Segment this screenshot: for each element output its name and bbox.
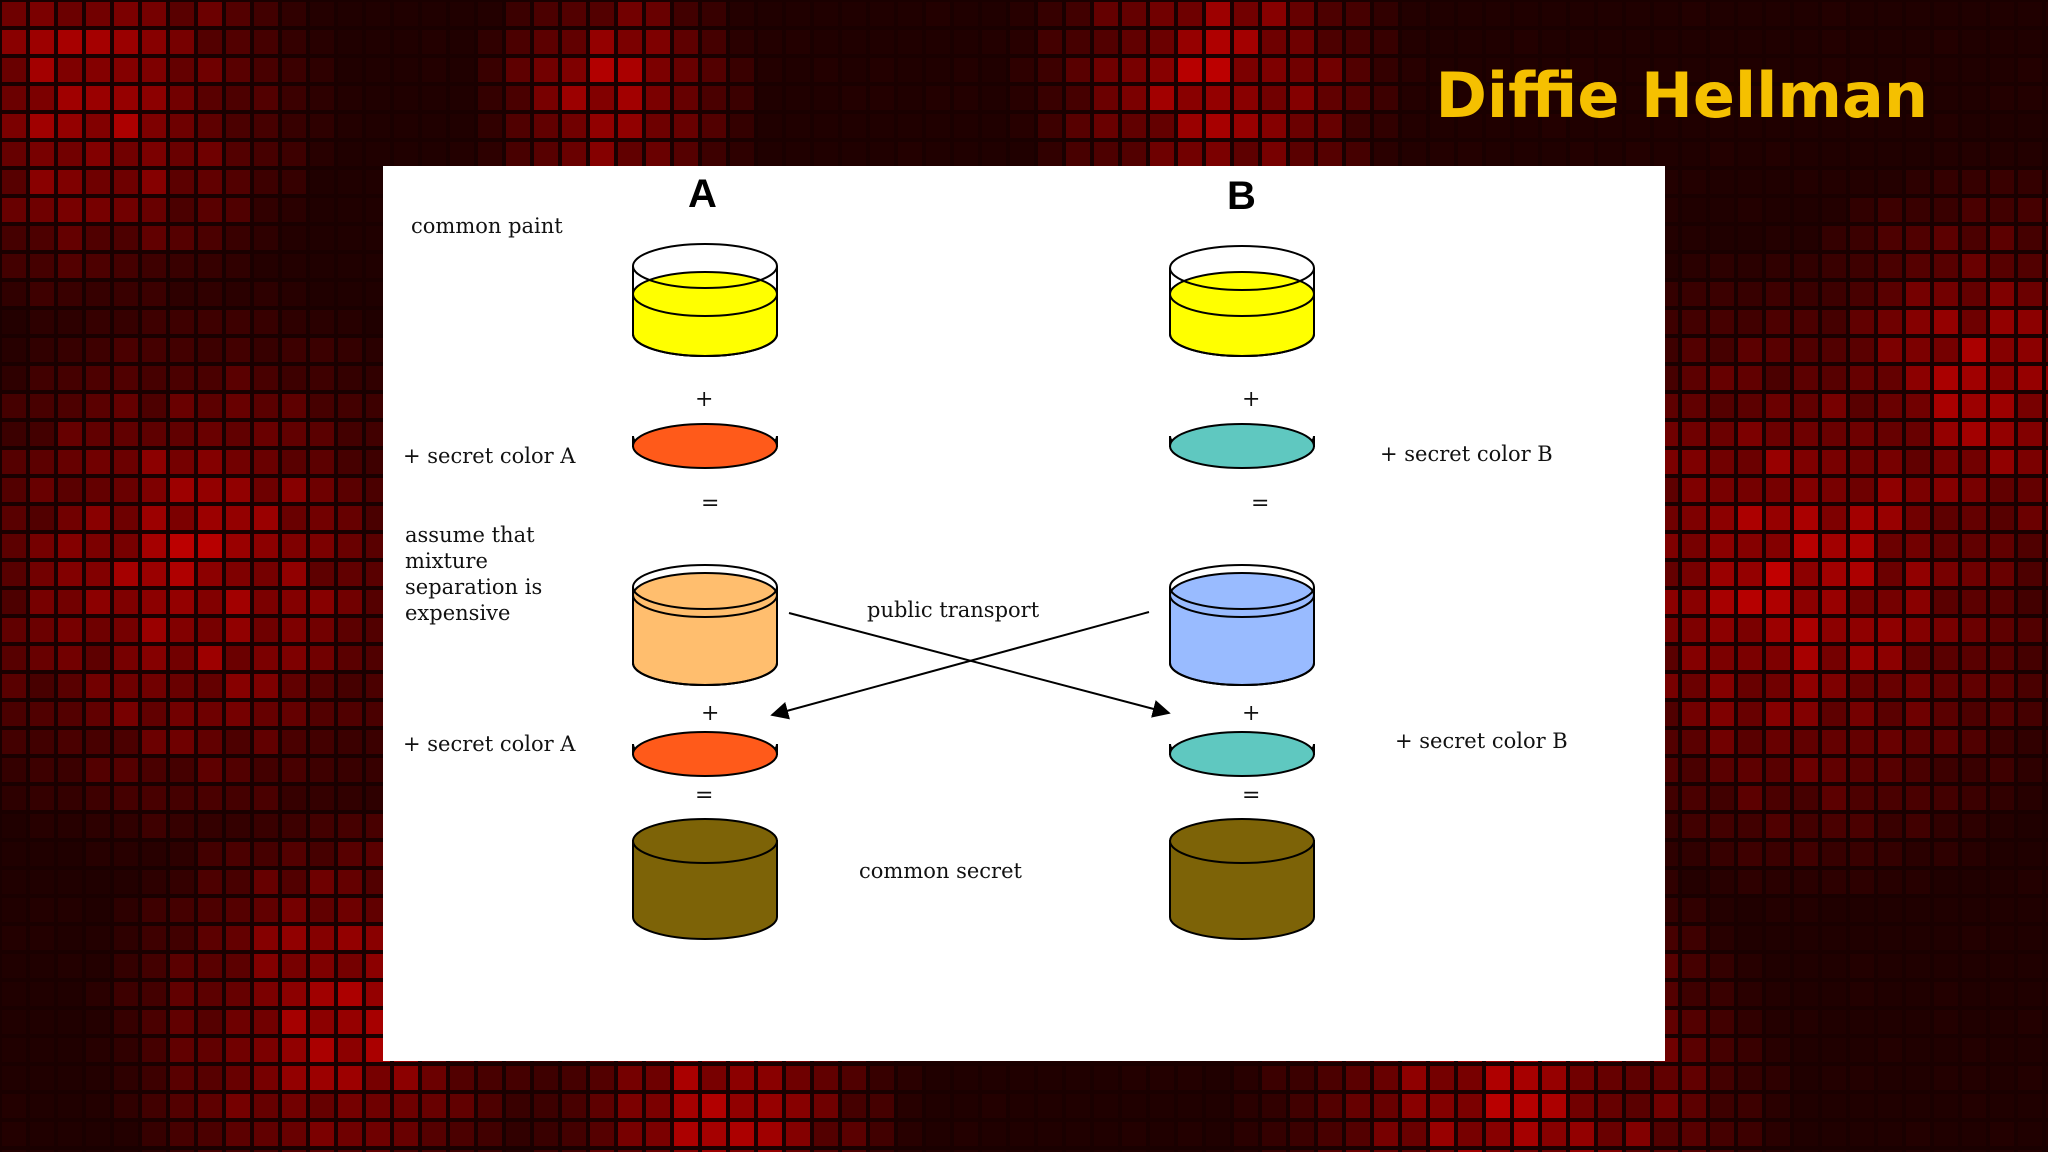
disk-b-secret-color [1169,423,1315,469]
cup-a-common-paint [632,243,778,357]
cylinder-b-common-secret [1169,818,1315,940]
plus-sign-a-1: + [695,387,714,412]
party-b-heading: B [1227,174,1256,218]
public-transport-label: public transport [867,598,1040,622]
plus-sign-b-1: + [1242,387,1261,412]
equals-sign-a-1: = [701,491,720,516]
common-secret-label: common secret [859,859,1022,883]
equals-sign-b-2: = [1242,783,1261,808]
slide-title: Diffie Hellman [1435,59,1928,132]
equals-sign-a-2: = [695,783,714,808]
disk-a-secret-color [632,423,778,469]
cup-b-public-mixture [1169,564,1315,686]
assumption-label: assume that mixture separation is expens… [405,523,543,625]
arrow-b-to-a [770,611,1150,720]
secret-color-a-label: + secret color A [403,444,576,468]
party-a-heading: A [688,172,717,216]
cup-b-common-paint [1169,245,1315,357]
disk-a-secret-color-2 [632,731,778,777]
cup-a-public-mixture [632,564,778,686]
secret-color-a-label-2: + secret color A [403,732,576,756]
secret-color-b-label: + secret color B [1380,442,1553,466]
arrow-a-to-b [788,612,1171,718]
equals-sign-b-1: = [1251,491,1270,516]
plus-sign-a-2: + [701,701,720,726]
plus-sign-b-2: + [1242,701,1261,726]
diagram-panel: A B common paint + secret color A + secr… [383,166,1665,1061]
cylinder-a-common-secret [632,818,778,940]
diffie-hellman-diagram [632,243,1315,940]
common-paint-label: common paint [411,214,563,238]
disk-b-secret-color-2 [1169,731,1315,777]
secret-color-b-label-2: + secret color B [1395,729,1568,753]
